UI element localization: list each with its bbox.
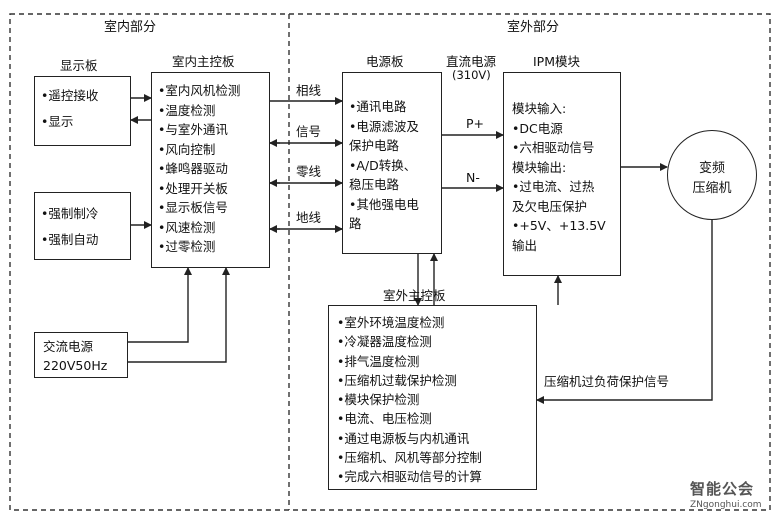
indoor-main-item: •温度检测 xyxy=(158,102,216,118)
ac-power-label: 交流电源 xyxy=(43,339,94,354)
dc-power-voltage: (310V) xyxy=(452,68,491,82)
ipm-item: 输出 xyxy=(512,237,538,253)
indoor-main-item: •风向控制 xyxy=(158,141,216,157)
indoor-main-list: •室内风机检测 •温度检测 •与室外通讯 •风向控制 •蜂鸣器驱动 •处理开关板… xyxy=(158,81,240,257)
ipm-list: 模块输入: •DC电源 •六相驱动信号 模块输出: •过电流、过热 及欠电压保护… xyxy=(512,99,606,255)
ipm-title: IPM模块 xyxy=(533,54,581,69)
wire-label-ground: 地线 xyxy=(296,210,322,225)
watermark-logo: 智能公会 ZNgonghui.com xyxy=(690,478,776,518)
indoor-main-item: •处理开关板 xyxy=(158,180,228,196)
power-board-item: 路 xyxy=(349,216,362,231)
ipm-item: •六相驱动信号 xyxy=(512,140,595,155)
ipm-item: 模块输入: xyxy=(512,101,567,116)
outdoor-main-box: •室外环境温度检测 •冷凝器温度检测 •排气温度检测 •压缩机过载保护检测 •模… xyxy=(328,305,537,490)
force-mode-item: •强制自动 xyxy=(41,232,99,247)
outdoor-main-list: •室外环境温度检测 •冷凝器温度检测 •排气温度检测 •压缩机过载保护检测 •模… xyxy=(337,313,482,487)
indoor-main-item: •显示板信号 xyxy=(158,200,228,215)
compressor-circle: 变频 压缩机 xyxy=(667,130,757,220)
watermark-brand: 智能公会 xyxy=(690,480,755,498)
power-board-item: •其他强电电 xyxy=(349,196,419,212)
outdoor-main-item: •压缩机、风机等部分控制 xyxy=(337,450,482,466)
indoor-main-title: 室内主控板 xyxy=(172,54,235,69)
outdoor-main-item: •模块保护检测 xyxy=(337,392,420,408)
indoor-section-label: 室内部分 xyxy=(104,20,157,35)
wire-label-neutral: 零线 xyxy=(296,164,322,179)
outdoor-section-label: 室外部分 xyxy=(507,20,560,35)
dc-power-label: 直流电源 xyxy=(446,54,497,69)
outdoor-main-item: •完成六相驱动信号的计算 xyxy=(337,469,482,485)
indoor-main-item: •风速检测 xyxy=(158,219,216,235)
power-board-list: •通讯电路 •电源滤波及 保护电路 •A/D转换、 稳压电路 •其他强电电 路 xyxy=(349,97,419,234)
outdoor-main-title: 室外主控板 xyxy=(383,288,446,303)
display-board-title: 显示板 xyxy=(60,58,98,73)
power-board-item: •A/D转换、 xyxy=(349,157,417,173)
arrow-ac-to-main-2 xyxy=(128,267,230,363)
outdoor-main-item: •通过电源板与内机通讯 xyxy=(337,430,470,446)
p-plus-label: P+ xyxy=(466,116,485,131)
indoor-main-item: •过零检测 xyxy=(158,239,216,254)
indoor-main-item: •蜂鸣器驱动 xyxy=(158,161,228,176)
force-mode-box: •强制制冷 •强制自动 xyxy=(34,192,131,260)
ac-power-voltage: 220V50Hz xyxy=(43,358,108,373)
indoor-main-item: •与室外通讯 xyxy=(158,122,228,137)
watermark-url: ZNgonghui.com xyxy=(690,500,762,510)
ac-power-box: 交流电源 220V50Hz xyxy=(34,332,128,378)
outdoor-main-item: •室外环境温度检测 xyxy=(337,315,445,330)
indoor-main-box: •室内风机检测 •温度检测 •与室外通讯 •风向控制 •蜂鸣器驱动 •处理开关板… xyxy=(151,72,270,268)
ipm-item: •+5V、+13.5V xyxy=(512,218,606,233)
outdoor-main-item: •排气温度检测 xyxy=(337,353,420,369)
display-board-item: •遥控接收 xyxy=(41,88,99,103)
power-board-title: 电源板 xyxy=(366,54,404,69)
force-mode-item: •强制制冷 xyxy=(41,206,99,221)
power-board-item: 保护电路 xyxy=(349,138,400,153)
display-board-box: •遥控接收 •显示 xyxy=(34,76,131,146)
outdoor-main-item: •电流、电压检测 xyxy=(337,411,432,427)
wire-label-phase: 相线 xyxy=(296,83,322,98)
power-board-item: •电源滤波及 xyxy=(349,118,419,134)
arrow-overload-signal xyxy=(536,203,713,404)
n-minus-label: N- xyxy=(466,170,480,185)
ipm-item: •DC电源 xyxy=(512,120,563,136)
outer-dashed-frame xyxy=(9,13,771,511)
ipm-item: 模块输出: xyxy=(512,159,567,175)
power-board-box: •通讯电路 •电源滤波及 保护电路 •A/D转换、 稳压电路 •其他强电电 路 xyxy=(342,72,442,254)
ipm-item: 及欠电压保护 xyxy=(512,198,588,214)
power-board-item: •通讯电路 xyxy=(349,99,407,114)
outdoor-main-item: •压缩机过载保护检测 xyxy=(337,372,457,388)
power-board-item: 稳压电路 xyxy=(349,177,400,192)
ipm-item: •过电流、过热 xyxy=(512,179,595,194)
display-board-item: •显示 xyxy=(41,114,74,129)
wire-label-signal: 信号 xyxy=(296,124,322,139)
compressor-label: 变频 xyxy=(698,161,725,176)
overload-signal-label: 压缩机过负荷保护信号 xyxy=(544,374,670,389)
compressor-label: 压缩机 xyxy=(692,181,732,196)
outdoor-main-item: •冷凝器温度检测 xyxy=(337,334,432,350)
indoor-main-item: •室内风机检测 xyxy=(158,83,241,98)
arrow-ac-to-main-1 xyxy=(128,267,192,343)
ipm-box: 模块输入: •DC电源 •六相驱动信号 模块输出: •过电流、过热 及欠电压保护… xyxy=(503,72,621,276)
